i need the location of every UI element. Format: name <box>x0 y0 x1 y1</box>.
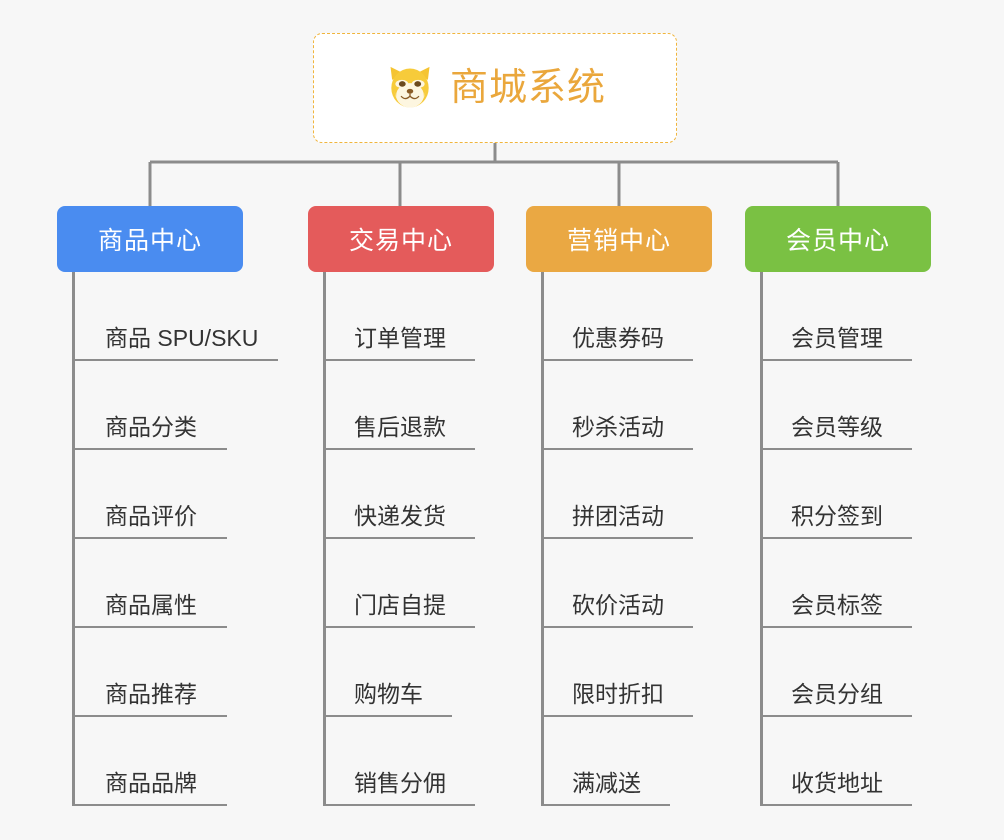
leaf-rail <box>323 272 326 806</box>
leaf-label: 门店自提 <box>354 592 446 618</box>
leaf-item[interactable]: 会员管理 <box>745 272 931 361</box>
leaf-list-product-center: 商品 SPU/SKU 商品分类 商品评价 商品属性 商品推荐 <box>57 272 278 806</box>
column-marketing-center: 营销中心 优惠券码 秒杀活动 拼团活动 砍价活动 <box>526 206 712 806</box>
leaf-label: 商品评价 <box>105 503 197 529</box>
column-member-center: 会员中心 会员管理 会员等级 积分签到 会员标签 <box>745 206 931 806</box>
leaf-label: 砍价活动 <box>572 592 664 618</box>
leaf-underline <box>72 626 227 628</box>
leaf-item[interactable]: 商品评价 <box>57 450 243 539</box>
leaf-underline <box>760 626 912 628</box>
leaf-label: 商品品牌 <box>105 770 197 796</box>
leaf-underline <box>760 448 912 450</box>
leaf-list-trade-center: 订单管理 售后退款 快递发货 门店自提 购物车 <box>308 272 494 806</box>
leaf-label: 会员标签 <box>791 592 883 618</box>
leaf-item[interactable]: 订单管理 <box>308 272 494 361</box>
leaf-underline <box>72 804 227 806</box>
leaf-item[interactable]: 满减送 <box>526 717 712 806</box>
category-box-product-center[interactable]: 商品中心 <box>57 206 243 272</box>
leaf-label: 积分签到 <box>791 503 883 529</box>
leaf-item[interactable]: 会员标签 <box>745 539 931 628</box>
column-trade-center: 交易中心 订单管理 售后退款 快递发货 门店自提 <box>308 206 494 806</box>
leaf-item[interactable]: 商品推荐 <box>57 628 243 717</box>
leaf-underline <box>323 537 475 539</box>
leaf-underline <box>72 359 278 361</box>
leaf-underline <box>760 359 912 361</box>
leaf-label: 满减送 <box>572 770 641 796</box>
category-label: 营销中心 <box>566 227 671 255</box>
leaf-item[interactable]: 门店自提 <box>308 539 494 628</box>
category-label: 会员中心 <box>785 227 890 255</box>
root-title: 商城系统 <box>449 67 606 109</box>
leaf-underline <box>541 715 693 717</box>
leaf-item[interactable]: 优惠券码 <box>526 272 712 361</box>
leaf-item[interactable]: 积分签到 <box>745 450 931 539</box>
leaf-underline <box>541 448 693 450</box>
leaf-item[interactable]: 商品分类 <box>57 361 243 450</box>
leaf-label: 商品分类 <box>105 414 197 440</box>
leaf-label: 秒杀活动 <box>572 414 664 440</box>
category-label: 交易中心 <box>348 227 453 255</box>
leaf-underline <box>72 448 227 450</box>
leaf-label: 商品推荐 <box>105 681 197 707</box>
leaf-item[interactable]: 秒杀活动 <box>526 361 712 450</box>
leaf-label: 快递发货 <box>354 503 446 529</box>
leaf-underline <box>323 448 475 450</box>
leaf-underline <box>72 715 227 717</box>
leaf-label: 会员等级 <box>791 414 883 440</box>
leaf-item[interactable]: 购物车 <box>308 628 494 717</box>
leaf-item[interactable]: 拼团活动 <box>526 450 712 539</box>
leaf-item[interactable]: 会员分组 <box>745 628 931 717</box>
leaf-underline <box>541 804 670 806</box>
category-label: 商品中心 <box>97 227 202 255</box>
category-box-trade-center[interactable]: 交易中心 <box>308 206 494 272</box>
leaf-label: 会员管理 <box>791 325 883 351</box>
leaf-item[interactable]: 售后退款 <box>308 361 494 450</box>
column-product-center: 商品中心 商品 SPU/SKU 商品分类 商品评价 商品属性 <box>57 206 278 806</box>
leaf-label: 收货地址 <box>791 770 883 796</box>
leaf-underline <box>541 359 693 361</box>
leaf-item[interactable]: 销售分佣 <box>308 717 494 806</box>
leaf-label: 订单管理 <box>354 325 446 351</box>
leaf-label: 售后退款 <box>354 414 446 440</box>
leaf-label: 购物车 <box>354 681 423 707</box>
leaf-label: 销售分佣 <box>354 770 446 796</box>
leaf-label: 拼团活动 <box>572 503 664 529</box>
leaf-item[interactable]: 商品 SPU/SKU <box>57 272 278 361</box>
leaf-underline <box>760 715 912 717</box>
leaf-item[interactable]: 会员等级 <box>745 361 931 450</box>
leaf-rail <box>760 272 763 806</box>
leaf-underline <box>323 715 452 717</box>
leaf-list-member-center: 会员管理 会员等级 积分签到 会员标签 会员分组 <box>745 272 931 806</box>
leaf-list-marketing-center: 优惠券码 秒杀活动 拼团活动 砍价活动 限时折扣 <box>526 272 712 806</box>
leaf-underline <box>323 359 475 361</box>
category-box-member-center[interactable]: 会员中心 <box>745 206 931 272</box>
category-box-marketing-center[interactable]: 营销中心 <box>526 206 712 272</box>
leaf-item[interactable]: 砍价活动 <box>526 539 712 628</box>
leaf-label: 限时折扣 <box>572 681 664 707</box>
leaf-item[interactable]: 商品品牌 <box>57 717 243 806</box>
leaf-item[interactable]: 限时折扣 <box>526 628 712 717</box>
leaf-item[interactable]: 收货地址 <box>745 717 931 806</box>
leaf-rail <box>541 272 544 806</box>
root-node[interactable]: 商城系统 <box>313 33 677 143</box>
leaf-item[interactable]: 快递发货 <box>308 450 494 539</box>
leaf-underline <box>760 537 912 539</box>
leaf-underline <box>72 537 227 539</box>
leaf-label: 商品属性 <box>105 592 197 618</box>
leaf-underline <box>323 804 475 806</box>
shiba-dog-face-icon <box>390 66 430 108</box>
leaf-underline <box>323 626 475 628</box>
leaf-item[interactable]: 商品属性 <box>57 539 243 628</box>
leaf-label: 优惠券码 <box>572 325 664 351</box>
leaf-rail <box>72 272 75 806</box>
leaf-underline <box>541 626 693 628</box>
leaf-label: 商品 SPU/SKU <box>105 325 259 351</box>
leaf-underline <box>541 537 693 539</box>
leaf-label: 会员分组 <box>791 681 883 707</box>
leaf-underline <box>760 804 912 806</box>
